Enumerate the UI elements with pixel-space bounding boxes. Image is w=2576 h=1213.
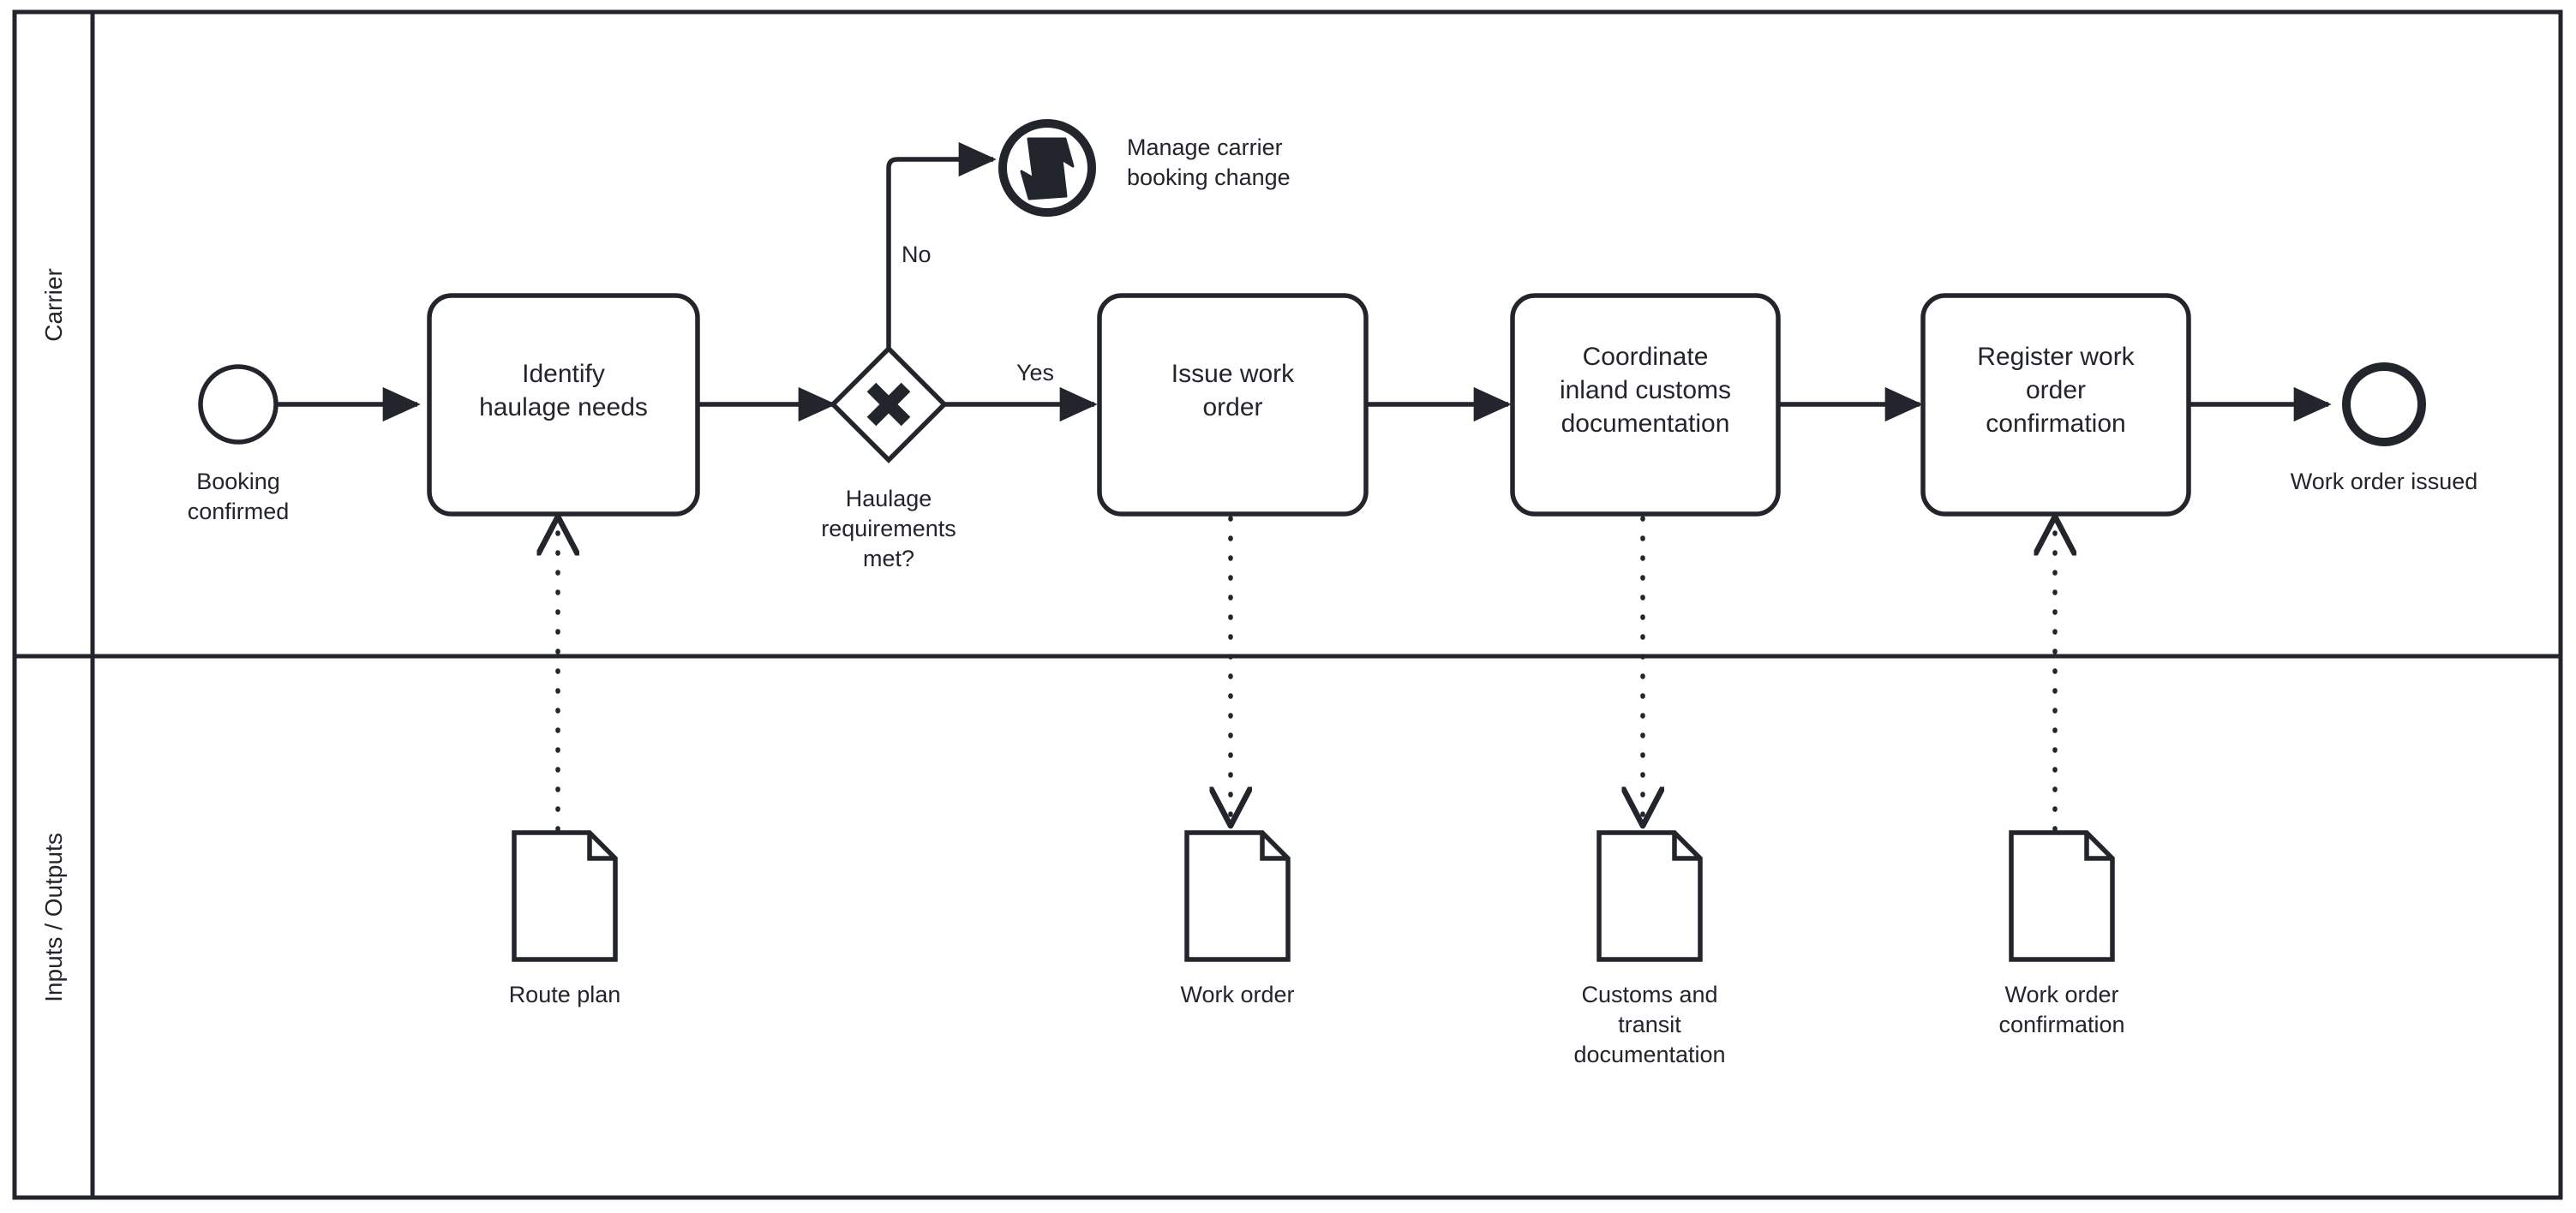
lane-title-carrier: Carrier bbox=[40, 268, 67, 342]
data-object-work-order[interactable] bbox=[1184, 830, 1291, 962]
task-coordinate-inland-customs[interactable] bbox=[1510, 293, 1781, 517]
start-event-circle[interactable] bbox=[198, 364, 279, 445]
task-register-work-order-confirmation[interactable] bbox=[1920, 293, 2191, 517]
data-object-route-plan[interactable] bbox=[512, 830, 618, 962]
data-associations bbox=[558, 518, 2055, 832]
lightning-bolt-icon bbox=[1020, 137, 1075, 200]
gateway-x-symbol bbox=[866, 382, 911, 427]
sequence-flows bbox=[278, 141, 2332, 422]
data-object-customs-and-transit-documentation[interactable] bbox=[1597, 830, 1703, 962]
task-identify-haulage-needs[interactable] bbox=[427, 293, 700, 517]
task-issue-work-order[interactable] bbox=[1097, 293, 1369, 517]
exclusive-gateway-x[interactable] bbox=[830, 345, 948, 463]
end-event-circle[interactable] bbox=[2342, 362, 2426, 446]
data-object-work-order-confirmation[interactable] bbox=[2009, 830, 2115, 962]
escalation-bolt-event[interactable] bbox=[998, 119, 1096, 217]
pool-frame bbox=[12, 9, 2563, 1200]
lane-title-inputs-outputs: Inputs / Outputs bbox=[40, 833, 67, 1002]
flow-gateway-no-to-escalation bbox=[886, 141, 997, 360]
